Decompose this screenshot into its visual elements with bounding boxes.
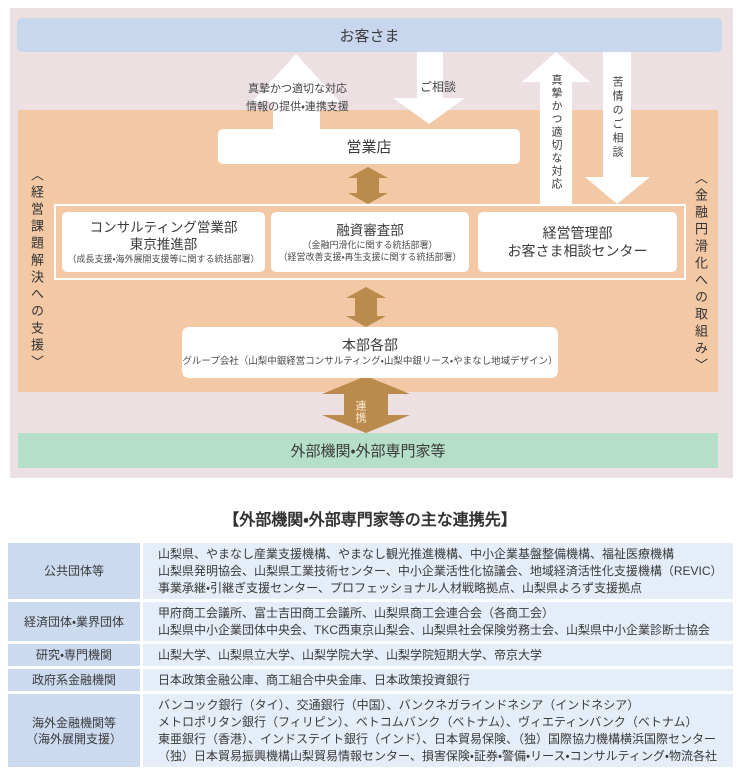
dept-loan-title: 融資審査部	[336, 222, 404, 238]
partners-heading: 【外部機関・外部専門家等の主な連携先】	[223, 512, 517, 529]
partner-orgs-line: 甲府商工会議所、富士吉田商工会議所、山梨県商工会連合会（各商工会）	[158, 605, 555, 620]
branch-box: 営業店	[218, 129, 520, 164]
partner-orgs-line: （独）日本貿易振興機構山梨貿易情報センター、損害保険・証券・警備・リース・コンサ…	[158, 748, 717, 763]
dept-loan-note1: （金融円滑化に関する統括部署）	[302, 239, 438, 250]
customer-label: お客さま	[339, 27, 400, 45]
partner-row: 海外金融機関等（海外展開支援） バンコック銀行（タイ）、交通銀行（中国）、バンクネ…	[8, 694, 733, 767]
partner-row: 経済団体・業界団体 甲府商工会議所、富士吉田商工会議所、山梨県商工会連合会（各商工…	[8, 602, 733, 641]
departments-container	[54, 204, 686, 280]
partner-row: 政府系金融機関 日本政策金融公庫、商工組合中央金庫、日本政策投資銀行	[8, 669, 733, 691]
dept-tokyo-title: 東京推進部	[129, 237, 198, 252]
dept-consulting-box: コンサルティング営業部 東京推進部 （成長支援・海外展開支援等に関する統括部署）	[62, 212, 265, 272]
partner-category-line: （海外展開支援）	[25, 731, 122, 746]
partner-row: 研究・専門機関 山梨大学、山梨県立大学、山梨学院大学、山梨学院短期大学、帝京大学	[8, 644, 733, 666]
partner-orgs-line: 山梨大学、山梨県立大学、山梨学院大学、山梨学院短期大学、帝京大学	[158, 647, 543, 662]
label-sincere-response-line1: 真摯かつ適切な対応	[248, 83, 347, 95]
partner-orgs-line: バンコック銀行（タイ）、交通銀行（中国）、バンクネガラインドネシア（インドネシア…	[158, 697, 640, 712]
dept-management-title: 経営管理部	[542, 225, 613, 241]
label-sincere-response-right: 真摯かつ適切な対応	[550, 74, 562, 191]
partner-category-cell: 政府系金融機関	[8, 669, 140, 691]
partner-category-line: 公共団体等	[43, 564, 104, 578]
partner-orgs-line: 山梨県発明協会、山梨県工業技術センター、中小企業活性化協議会、地域経済活性化支援…	[158, 563, 723, 578]
label-collaboration: 連携	[354, 400, 366, 424]
dept-customer-center-title: お客さま相談センター	[507, 243, 648, 259]
partner-category-line: 研究・専門機関	[35, 648, 113, 662]
partners-table: 公共団体等 山梨県、やまなし産業支援機構、やまなし観光推進機構、中小企業基盤整備機…	[8, 543, 733, 770]
headquarters-subtitle: グループ会社（山梨中銀経営コンサルティング・山梨中銀リース・やまなし地域デザイン…	[182, 356, 558, 367]
customer-bar: お客さま	[17, 18, 722, 52]
dept-loan-note2: （経営改善支援・再生支援に関する統括部署）	[278, 251, 462, 262]
label-info-support-line2: 情報の提供・連携支援	[246, 101, 349, 113]
partner-category-line: 経済団体・業界団体	[23, 614, 125, 629]
label-sincere-response: 真摯かつ適切な対応 情報の提供・連携支援	[215, 80, 380, 116]
branch-label: 営業店	[346, 139, 392, 156]
headquarters-title: 本部各部	[342, 337, 398, 353]
partner-category-line: 海外金融機関等	[31, 715, 116, 730]
external-organizations-bar: 外部機関・外部専門家等	[18, 433, 718, 468]
partner-orgs-cell: バンコック銀行（タイ）、交通銀行（中国）、バンクネガラインドネシア（インドネシア…	[143, 694, 733, 767]
partner-orgs-line: 東亜銀行（香港）、インドステイト銀行（インド）、日本貿易保険、（独）国際協力機構…	[158, 731, 717, 746]
partner-orgs-cell: 山梨大学、山梨県立大学、山梨学院大学、山梨学院短期大学、帝京大学	[143, 644, 733, 666]
partner-orgs-line: 山梨県中小企業団体中央会、TKC西東京山梨会、山梨県社会保険労務士会、山梨県中小…	[158, 622, 711, 637]
label-consultation: ご相談	[420, 80, 457, 94]
external-organizations-label: 外部機関・外部専門家等	[290, 443, 446, 460]
axis-label-management-support: 〈経営課題解決への支援〉	[29, 168, 44, 372]
partner-category-line: 政府系金融機関	[31, 673, 116, 687]
headquarters-box: 本部各部 グループ会社（山梨中銀経営コンサルティング・山梨中銀リース・やまなし地…	[182, 327, 558, 378]
partner-orgs-line: 山梨県、やまなし産業支援機構、やまなし観光推進機構、中小企業基盤整備機構、福祉医…	[158, 546, 675, 561]
partner-orgs-cell: 山梨県、やまなし産業支援機構、やまなし観光推進機構、中小企業基盤整備機構、福祉医…	[143, 543, 733, 599]
dept-consulting-note: （成長支援・海外展開支援等に関する統括部署）	[67, 254, 260, 264]
partner-orgs-line: メトロポリタン銀行（フィリピン）、ベトコムバンク（ベトナム）、ヴィエティンバンク…	[158, 714, 698, 729]
partner-category-cell: 研究・専門機関	[8, 644, 140, 666]
dept-loan-screening-box: 融資審査部 （金融円滑化に関する統括部署） （経営改善支援・再生支援に関する統括…	[271, 212, 469, 272]
partner-category-cell: 経済団体・業界団体	[8, 602, 140, 641]
partner-category-cell: 海外金融機関等（海外展開支援）	[8, 694, 140, 767]
axis-label-financial-facilitation: 〈金融円滑化への取組み〉	[693, 171, 708, 375]
partner-category-cell: 公共団体等	[8, 543, 140, 599]
partner-orgs-line: 日本政策金融公庫、商工組合中央金庫、日本政策投資銀行	[158, 672, 471, 687]
partner-orgs-cell: 日本政策金融公庫、商工組合中央金庫、日本政策投資銀行	[143, 669, 733, 691]
label-complaint-consultation: 苦情のご相談	[611, 76, 623, 160]
partner-orgs-line: 事業承継・引継ぎ支援センター、プロフェッショナル人材戦略拠点、山梨県よろず支援拠…	[158, 580, 642, 595]
dept-management-box: 経営管理部 お客さま相談センター	[478, 212, 677, 272]
dept-consulting-title: コンサルティング営業部	[89, 220, 238, 235]
partner-orgs-cell: 甲府商工会議所、富士吉田商工会議所、山梨県商工会連合会（各商工会） 山梨県中小企業…	[143, 602, 733, 641]
partner-row: 公共団体等 山梨県、やまなし産業支援機構、やまなし観光推進機構、中小企業基盤整備機…	[8, 543, 733, 599]
